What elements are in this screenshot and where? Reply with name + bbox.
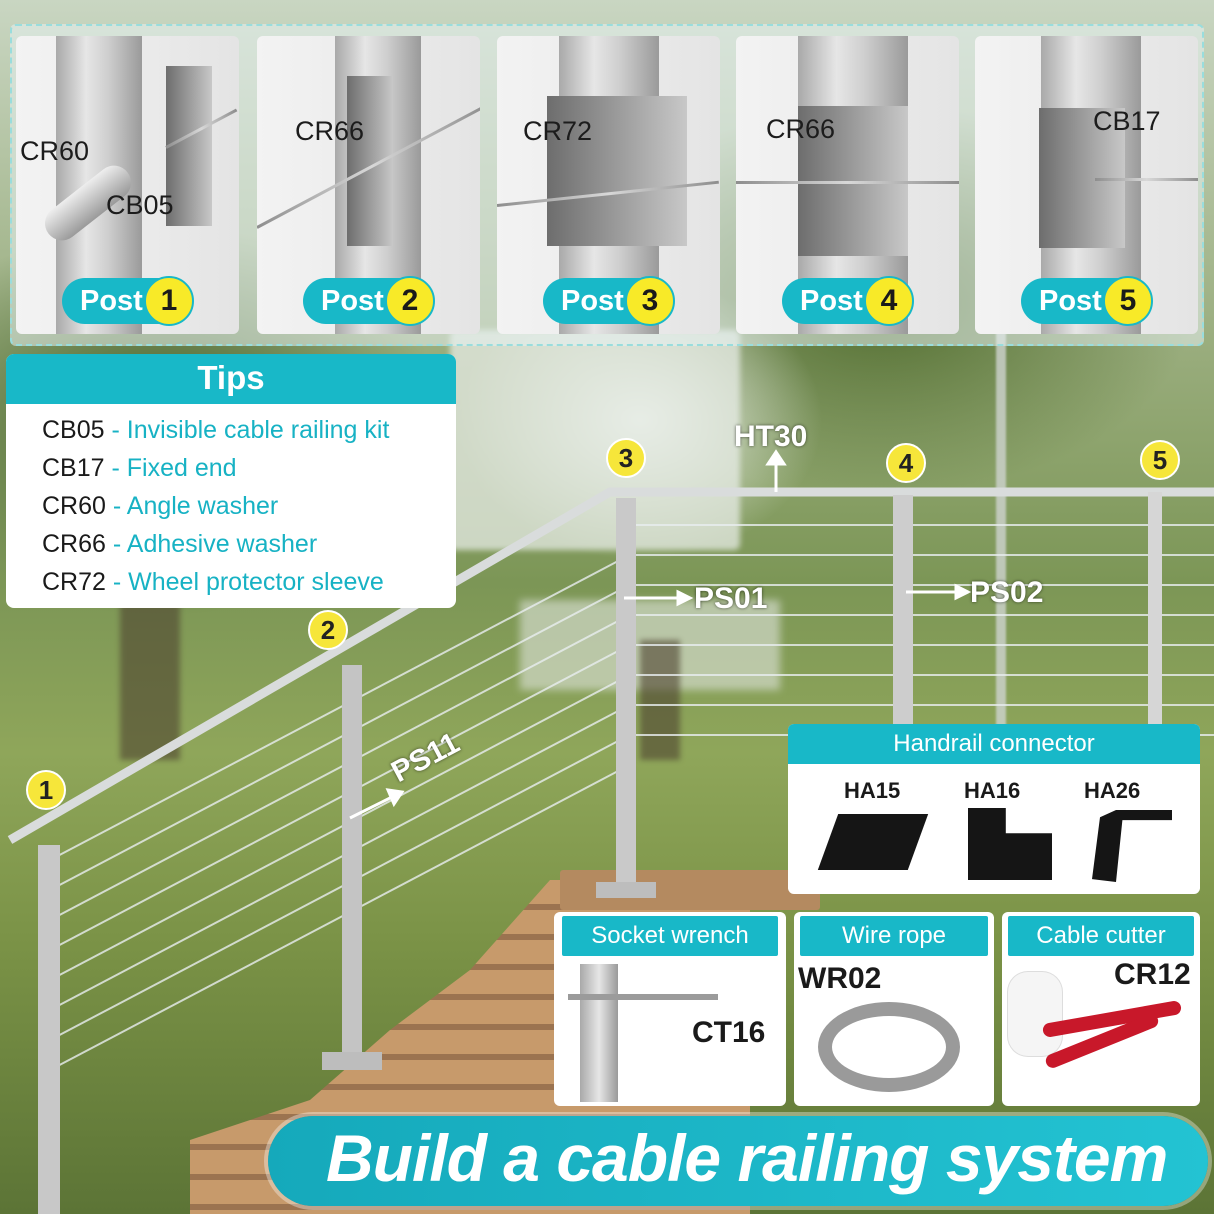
light-pole bbox=[996, 330, 1006, 770]
tip-row: CB17 - Fixed end bbox=[42, 454, 237, 483]
post-card-4: CR66 Post 4 bbox=[736, 36, 959, 334]
connector-code: HA16 bbox=[964, 778, 1021, 803]
handrail-label: HT30 bbox=[734, 420, 808, 453]
post-ps02-label: PS02 bbox=[970, 576, 1044, 609]
tip-code: CB17 bbox=[42, 454, 105, 482]
part-code: CR60 bbox=[20, 136, 90, 166]
post-marker-2: 2 bbox=[308, 610, 348, 650]
connector-code: HA15 bbox=[844, 778, 901, 803]
tip-desc: - Angle washer bbox=[112, 492, 279, 520]
cable bbox=[1095, 178, 1198, 181]
post-marker-4: 4 bbox=[886, 443, 926, 483]
post-marker-3: 3 bbox=[606, 438, 646, 478]
ha26-bracket-image bbox=[1092, 810, 1172, 882]
post-ps01-label: PS01 bbox=[694, 582, 768, 615]
post-slot bbox=[547, 96, 687, 246]
tips-panel: Tips CB05 - Invisible cable railing kit … bbox=[6, 354, 456, 608]
post-number: 3 bbox=[625, 276, 675, 326]
tip-code: CR60 bbox=[42, 492, 106, 520]
post-slot bbox=[166, 66, 212, 226]
post-badge-5: Post 5 bbox=[1021, 276, 1153, 326]
tip-row: CR72 - Wheel protector sleeve bbox=[42, 568, 384, 597]
post-marker-5: 5 bbox=[1140, 440, 1180, 480]
post-label: Post bbox=[1039, 284, 1102, 317]
tool-code: CT16 bbox=[692, 1016, 766, 1049]
handrail-connector-title: Handrail connector bbox=[788, 724, 1200, 764]
post-card-3: CR72 Post 3 bbox=[497, 36, 720, 334]
handrail-connector-panel: Handrail connector HA15 HA16 HA26 bbox=[788, 724, 1200, 894]
cable-cutter-panel: Cable cutter CR12 bbox=[1002, 912, 1200, 1106]
post-number: 1 bbox=[144, 276, 194, 326]
tool-code: WR02 bbox=[798, 962, 882, 995]
post-badge-4: Post 4 bbox=[782, 276, 914, 326]
part-code: CR72 bbox=[523, 116, 593, 146]
tip-row: CR66 - Adhesive washer bbox=[42, 530, 317, 559]
post-card-1: CR60 CB05 Post 1 bbox=[16, 36, 239, 334]
tip-desc: - Invisible cable railing kit bbox=[111, 416, 390, 444]
post-number: 5 bbox=[1103, 276, 1153, 326]
title-banner: Build a cable railing system bbox=[268, 1116, 1208, 1206]
post-number: 2 bbox=[385, 276, 435, 326]
tip-code: CB05 bbox=[42, 416, 105, 444]
tips-title: Tips bbox=[6, 354, 456, 404]
socket-wrench-panel: Socket wrench CT16 bbox=[554, 912, 786, 1106]
tip-row: CR60 - Angle washer bbox=[42, 492, 278, 521]
post-slot bbox=[347, 76, 393, 246]
connector-code: HA26 bbox=[1084, 778, 1141, 803]
post-badge-2: Post 2 bbox=[303, 276, 435, 326]
ha16-bracket-image bbox=[968, 808, 1052, 880]
tip-code: CR66 bbox=[42, 530, 106, 558]
post-label: Post bbox=[800, 284, 863, 317]
house-blur bbox=[450, 330, 740, 550]
part-code: CR66 bbox=[295, 116, 365, 146]
tool-title: Cable cutter bbox=[1008, 916, 1194, 956]
ha15-bracket-image bbox=[817, 814, 929, 870]
post-badge-3: Post 3 bbox=[543, 276, 675, 326]
tip-desc: - Fixed end bbox=[111, 454, 237, 482]
ct16-wrench-image bbox=[568, 994, 718, 1000]
glove-image bbox=[1008, 972, 1062, 1056]
tool-title: Wire rope bbox=[800, 916, 988, 956]
banner-title: Build a cable railing system bbox=[326, 1121, 1168, 1195]
post-card-2: CR66 Post 2 bbox=[257, 36, 480, 334]
post-label: Post bbox=[80, 284, 143, 317]
wr02-coil-image bbox=[818, 1002, 960, 1092]
cable bbox=[736, 181, 959, 184]
post-number: 4 bbox=[864, 276, 914, 326]
post-label: Post bbox=[321, 284, 384, 317]
tree-trunk bbox=[640, 640, 680, 760]
tool-code: CR12 bbox=[1114, 958, 1191, 991]
post-marker-1: 1 bbox=[26, 770, 66, 810]
tip-row: CB05 - Invisible cable railing kit bbox=[42, 416, 389, 445]
part-code: CB17 bbox=[1093, 106, 1161, 136]
part-code: CB05 bbox=[106, 190, 174, 220]
post-image bbox=[580, 964, 618, 1102]
wire-rope-panel: Wire rope WR02 bbox=[794, 912, 994, 1106]
tip-desc: - Adhesive washer bbox=[112, 530, 318, 558]
tip-desc: - Wheel protector sleeve bbox=[112, 568, 384, 596]
tip-code: CR72 bbox=[42, 568, 106, 596]
post-badge-1: Post 1 bbox=[62, 276, 194, 326]
tool-title: Socket wrench bbox=[562, 916, 778, 956]
post-label: Post bbox=[561, 284, 624, 317]
part-code: CR66 bbox=[766, 114, 836, 144]
post-card-5: CB17 Post 5 bbox=[975, 36, 1198, 334]
